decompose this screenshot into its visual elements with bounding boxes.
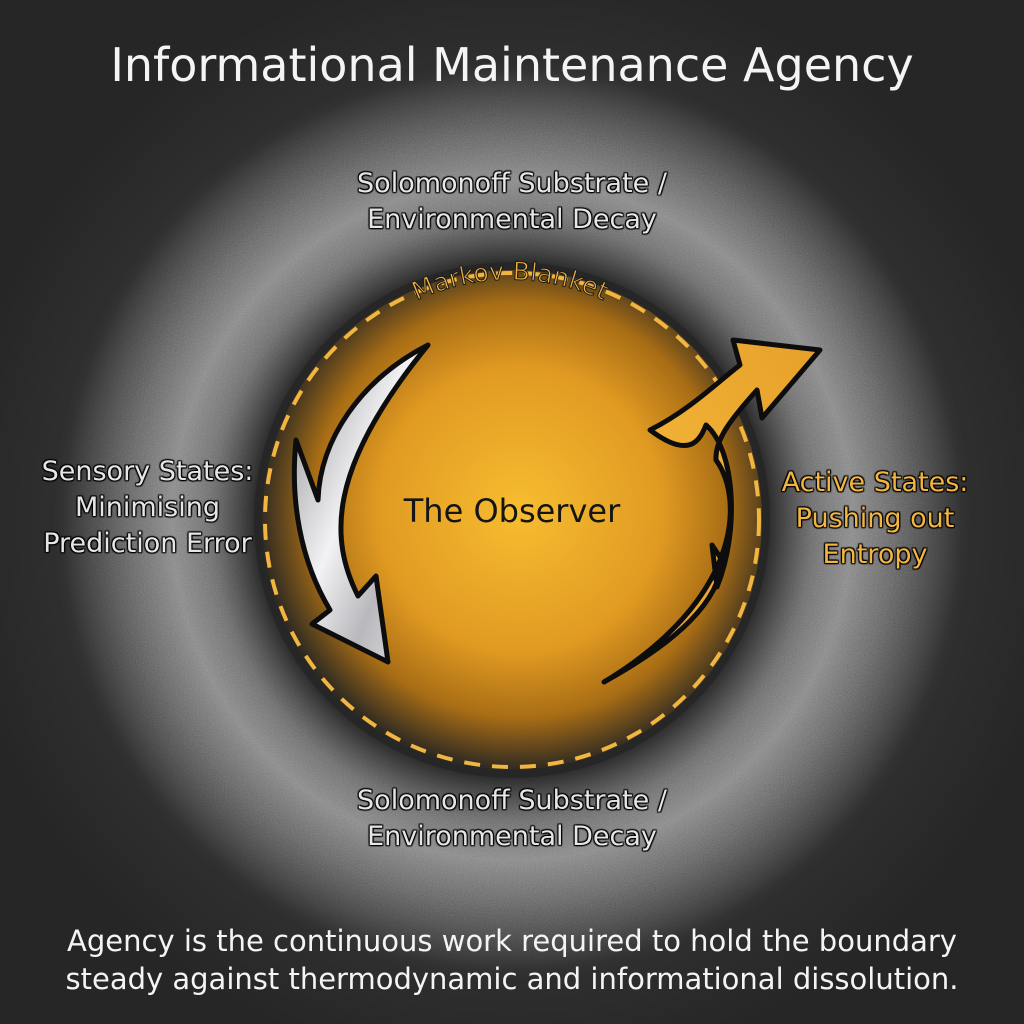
active-states-label: Active States: Pushing out Entropy xyxy=(760,465,990,573)
outer-top-label-line-2: Environmental Decay xyxy=(367,204,657,235)
sensory-label-line-1: Sensory States: xyxy=(41,456,254,487)
outer-bottom-label-line-2: Environmental Decay xyxy=(367,821,657,852)
active-label-line-3: Entropy xyxy=(822,539,928,570)
outer-bottom-label: Solomonoff Substrate / Environmental Dec… xyxy=(262,783,762,855)
page-title: Informational Maintenance Agency xyxy=(110,38,914,92)
observer-label: The Observer xyxy=(403,492,621,530)
outer-bottom-label-line-1: Solomonoff Substrate / xyxy=(357,785,667,816)
sensory-label-line-2: Minimising xyxy=(74,492,221,523)
active-arrow-icon xyxy=(601,337,823,685)
outer-top-label-line-1: Solomonoff Substrate / xyxy=(357,168,667,199)
markov-blanket-boundary xyxy=(263,271,761,769)
active-label-line-2: Pushing out xyxy=(795,503,955,534)
sensory-arrow-icon xyxy=(291,342,431,665)
footer-line-2: steady against thermodynamic and informa… xyxy=(65,962,959,996)
outer-top-label: Solomonoff Substrate / Environmental Dec… xyxy=(262,166,762,238)
footer-line-1: Agency is the continuous work required t… xyxy=(67,924,957,958)
sensory-states-label: Sensory States: Minimising Prediction Er… xyxy=(20,454,275,562)
footer-caption: Agency is the continuous work required t… xyxy=(0,922,1024,998)
active-label-line-1: Active States: xyxy=(781,467,969,498)
sensory-label-line-3: Prediction Error xyxy=(43,528,252,559)
